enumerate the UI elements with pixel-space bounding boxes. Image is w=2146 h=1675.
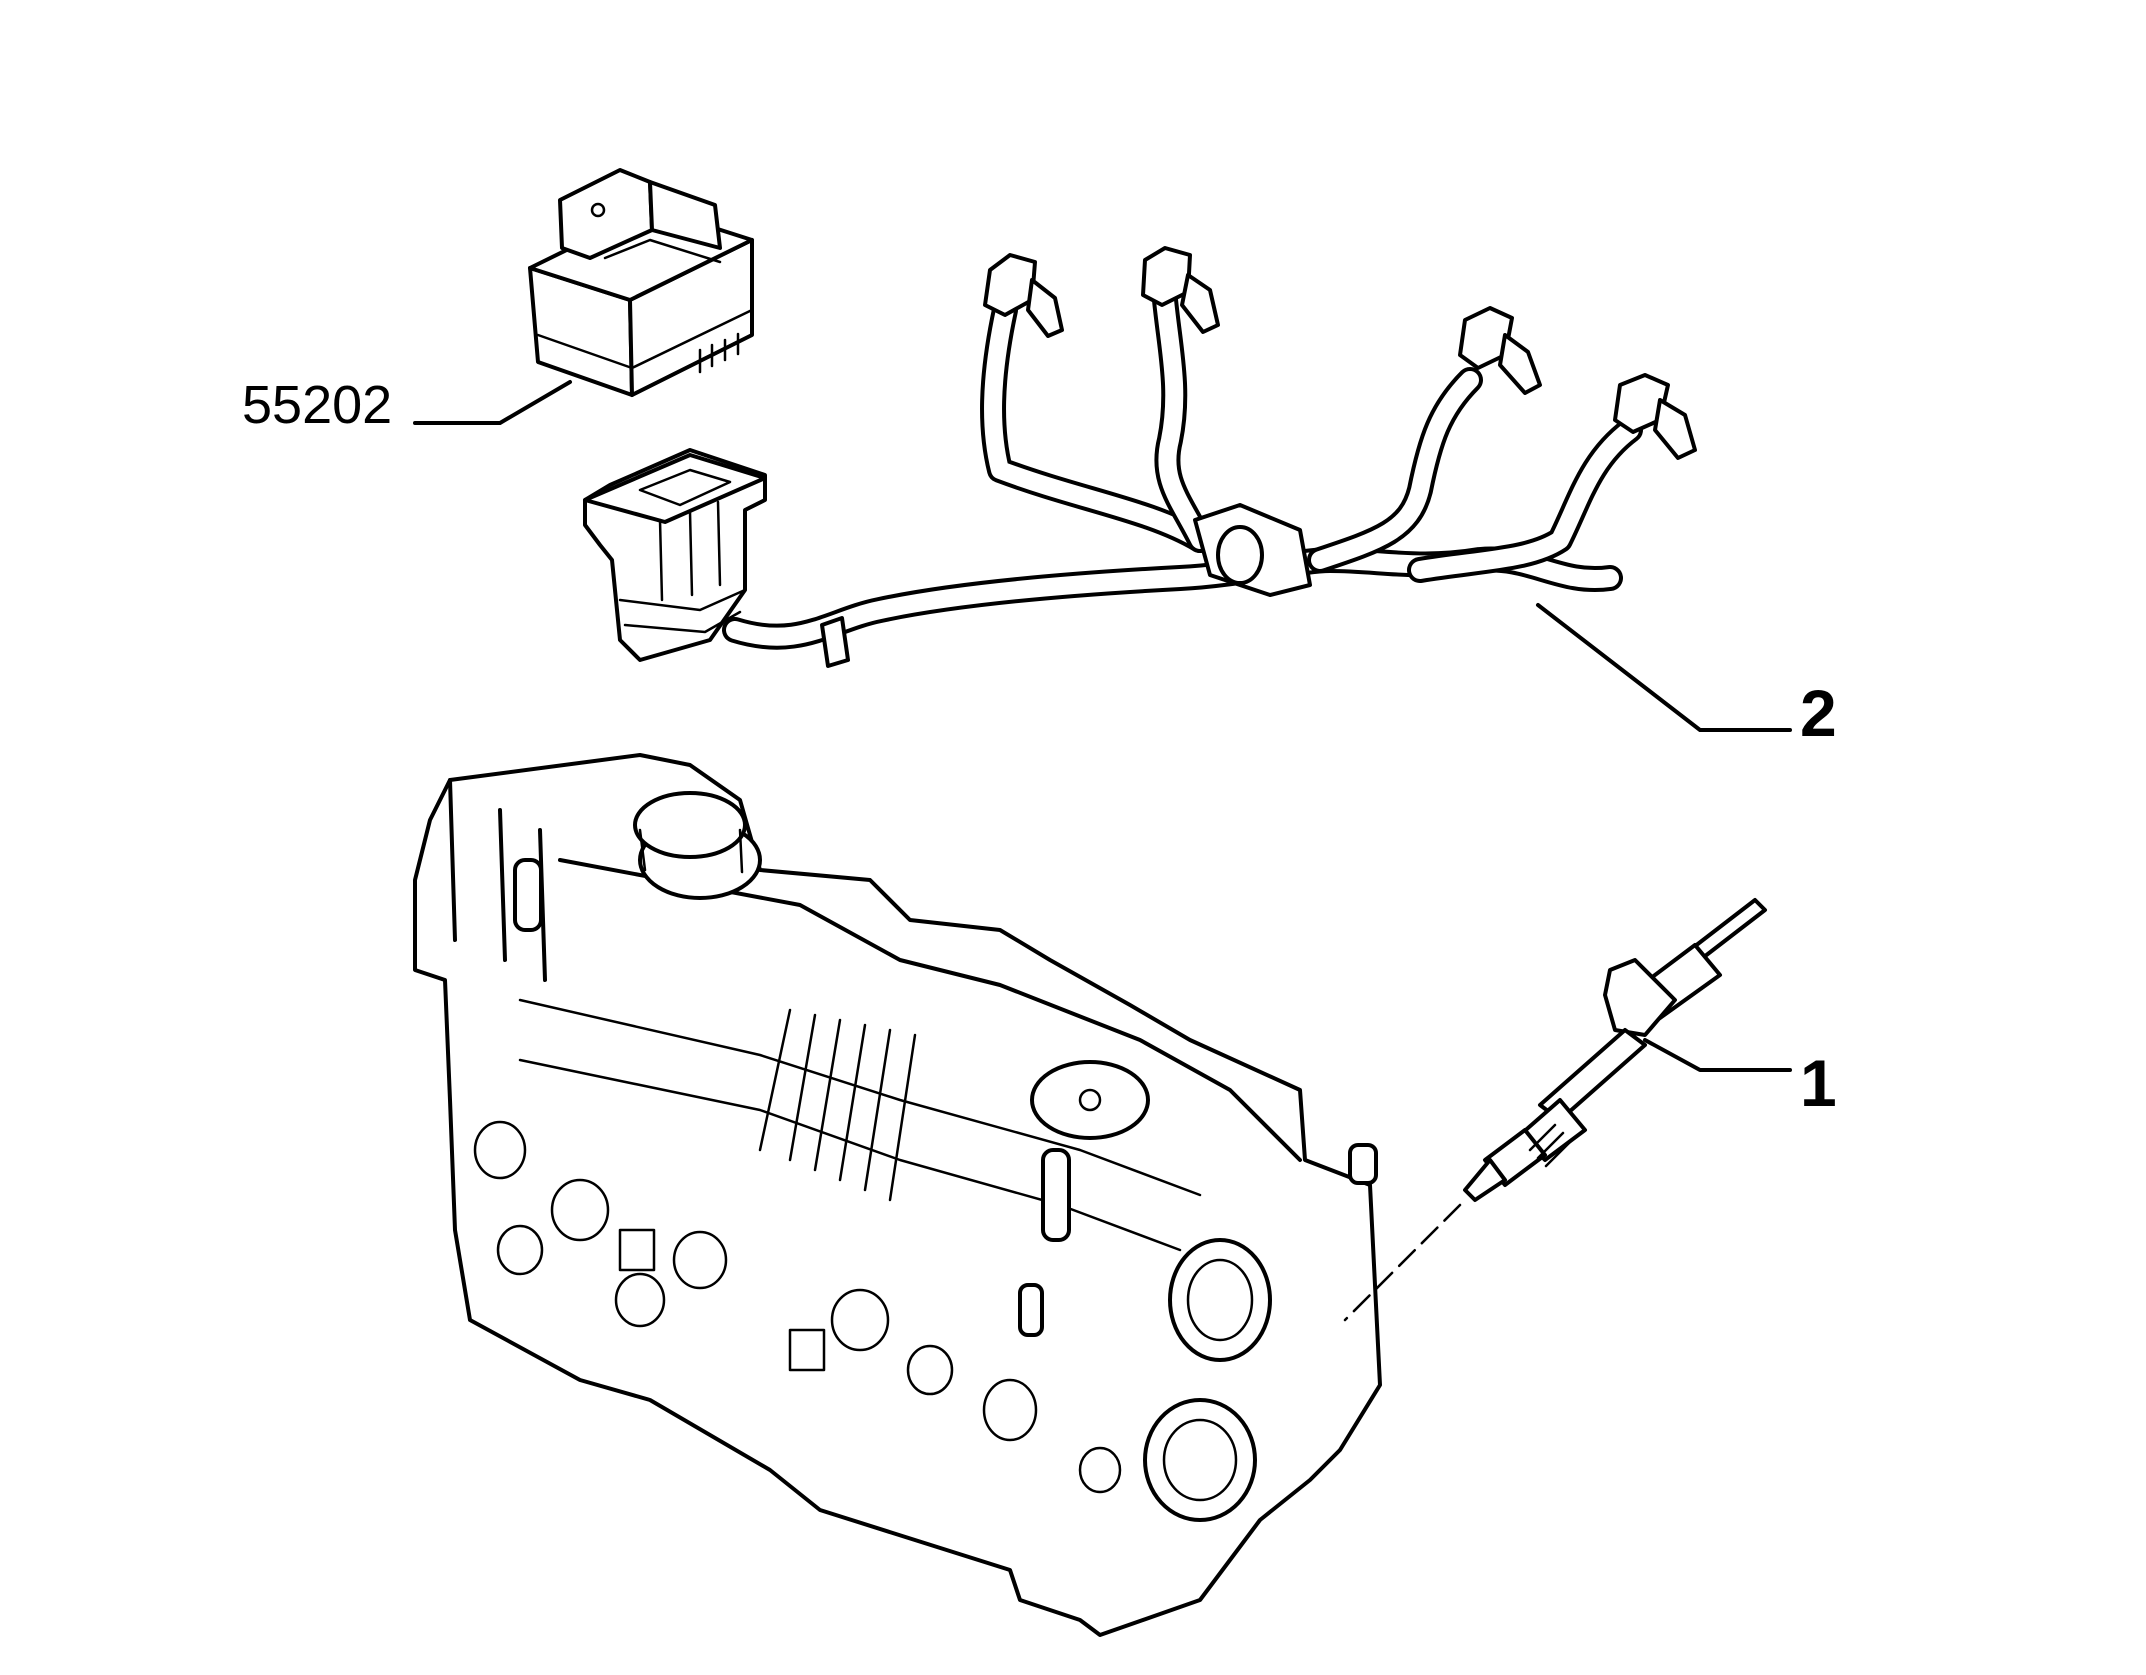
glow-plug-drawing	[1463, 898, 1767, 1202]
callout-label-55202: 55202	[242, 375, 393, 435]
wiring-harness-drawing	[583, 246, 1697, 668]
leader-line-2	[1536, 603, 1792, 732]
glow-plug-axis-line	[1343, 1203, 1462, 1322]
cylinder-head-drawing	[413, 753, 1382, 1637]
glow-plug-relay-drawing	[528, 168, 754, 397]
leader-line-55202	[413, 380, 572, 425]
callout-label-1: 1	[1800, 1046, 1837, 1120]
callout-label-2: 2	[1800, 676, 1837, 750]
leader-line-1	[1643, 1038, 1792, 1072]
